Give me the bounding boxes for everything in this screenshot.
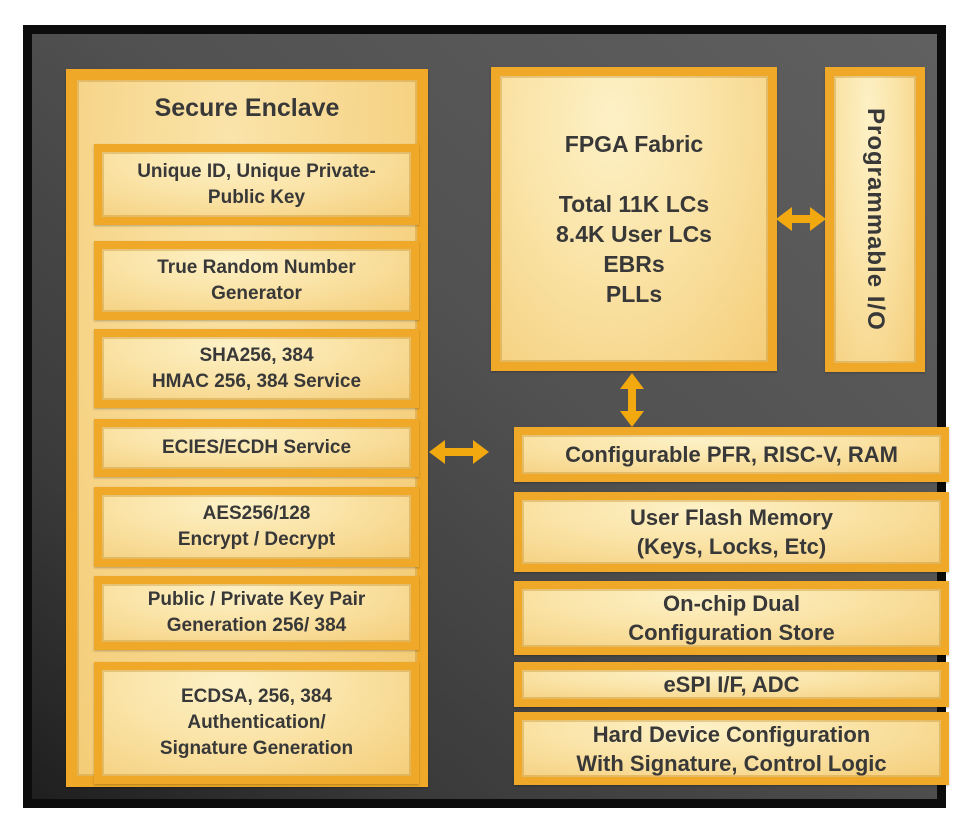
arrow-shaft xyxy=(628,386,636,414)
true-random-number-generator-block: True Random Number Generator xyxy=(94,241,419,320)
fpga-fabric-details: Total 11K LCs 8.4K User LCs EBRs PLLs xyxy=(556,191,712,307)
fpga-fabric-title: FPGA Fabric xyxy=(564,131,704,157)
user-flash-memory-block: User Flash Memory (Keys, Locks, Etc) xyxy=(514,492,949,572)
sha-hmac-service-label: SHA256, 384 HMAC 256, 384 Service xyxy=(151,344,362,392)
config-store-label: On-chip Dual Configuration Store xyxy=(628,591,835,645)
hard-device-config-label: Hard Device Configuration With Signature… xyxy=(576,721,887,776)
true-random-number-generator-label: True Random Number Generator xyxy=(157,256,356,304)
arrow-head-west-icon xyxy=(776,207,792,231)
arrow-head-south-icon xyxy=(620,411,644,427)
programmable-io-label: Programmable I/O xyxy=(862,108,889,331)
secure-enclave-title: Secure Enclave xyxy=(154,94,340,122)
aes-encrypt-decrypt-label: AES256/128 Encrypt / Decrypt xyxy=(177,503,336,550)
aes-encrypt-decrypt-block: AES256/128 Encrypt / Decrypt xyxy=(94,487,419,567)
config-store-block: On-chip Dual Configuration Store xyxy=(514,581,949,655)
unique-id-key-block: Unique ID, Unique Private- Public Key xyxy=(94,144,419,225)
key-pair-generation-label: Public / Private Key Pair Generation 256… xyxy=(147,589,366,636)
espi-adc-block: eSPI I/F, ADC xyxy=(514,662,949,707)
configurable-pfr-block: Configurable PFR, RISC-V, RAM xyxy=(514,427,949,482)
arrow-shaft xyxy=(442,448,476,456)
secure-enclave-pfr-arrow-icon xyxy=(429,440,489,464)
arrow-head-north-icon xyxy=(620,373,644,389)
ecdsa-authentication-block: ECDSA, 256, 384 Authentication/ Signatur… xyxy=(94,662,419,784)
sha-hmac-service-block: SHA256, 384 HMAC 256, 384 Service xyxy=(94,329,419,408)
arrow-head-east-icon xyxy=(810,207,826,231)
fabric-pfr-arrow-icon xyxy=(620,373,644,427)
user-flash-memory-label: User Flash Memory (Keys, Locks, Etc) xyxy=(630,505,833,559)
chip-outline: Secure Enclave Unique ID, Unique Private… xyxy=(23,25,949,808)
programmable-io-block: Programmable I/O xyxy=(825,67,925,372)
arrow-head-west-icon xyxy=(429,440,445,464)
arrow-shaft xyxy=(789,215,813,223)
arrow-head-east-icon xyxy=(473,440,489,464)
espi-adc-label: eSPI I/F, ADC xyxy=(663,672,800,697)
fabric-programmable-io-arrow-icon xyxy=(776,207,826,231)
key-pair-generation-block: Public / Private Key Pair Generation 256… xyxy=(94,576,419,650)
ecies-ecdh-service-block: ECIES/ECDH Service xyxy=(94,419,419,477)
fpga-fabric-block: FPGA Fabric Total 11K LCs 8.4K User LCs … xyxy=(491,67,777,371)
hard-device-config-block: Hard Device Configuration With Signature… xyxy=(514,712,949,785)
ecies-ecdh-service-label: ECIES/ECDH Service xyxy=(161,437,352,458)
ecdsa-authentication-label: ECDSA, 256, 384 Authentication/ Signatur… xyxy=(159,686,354,759)
configurable-pfr-label: Configurable PFR, RISC-V, RAM xyxy=(565,442,898,467)
unique-id-key-label: Unique ID, Unique Private- Public Key xyxy=(137,160,376,208)
secure-enclave-block: Secure Enclave Unique ID, Unique Private… xyxy=(66,69,428,787)
